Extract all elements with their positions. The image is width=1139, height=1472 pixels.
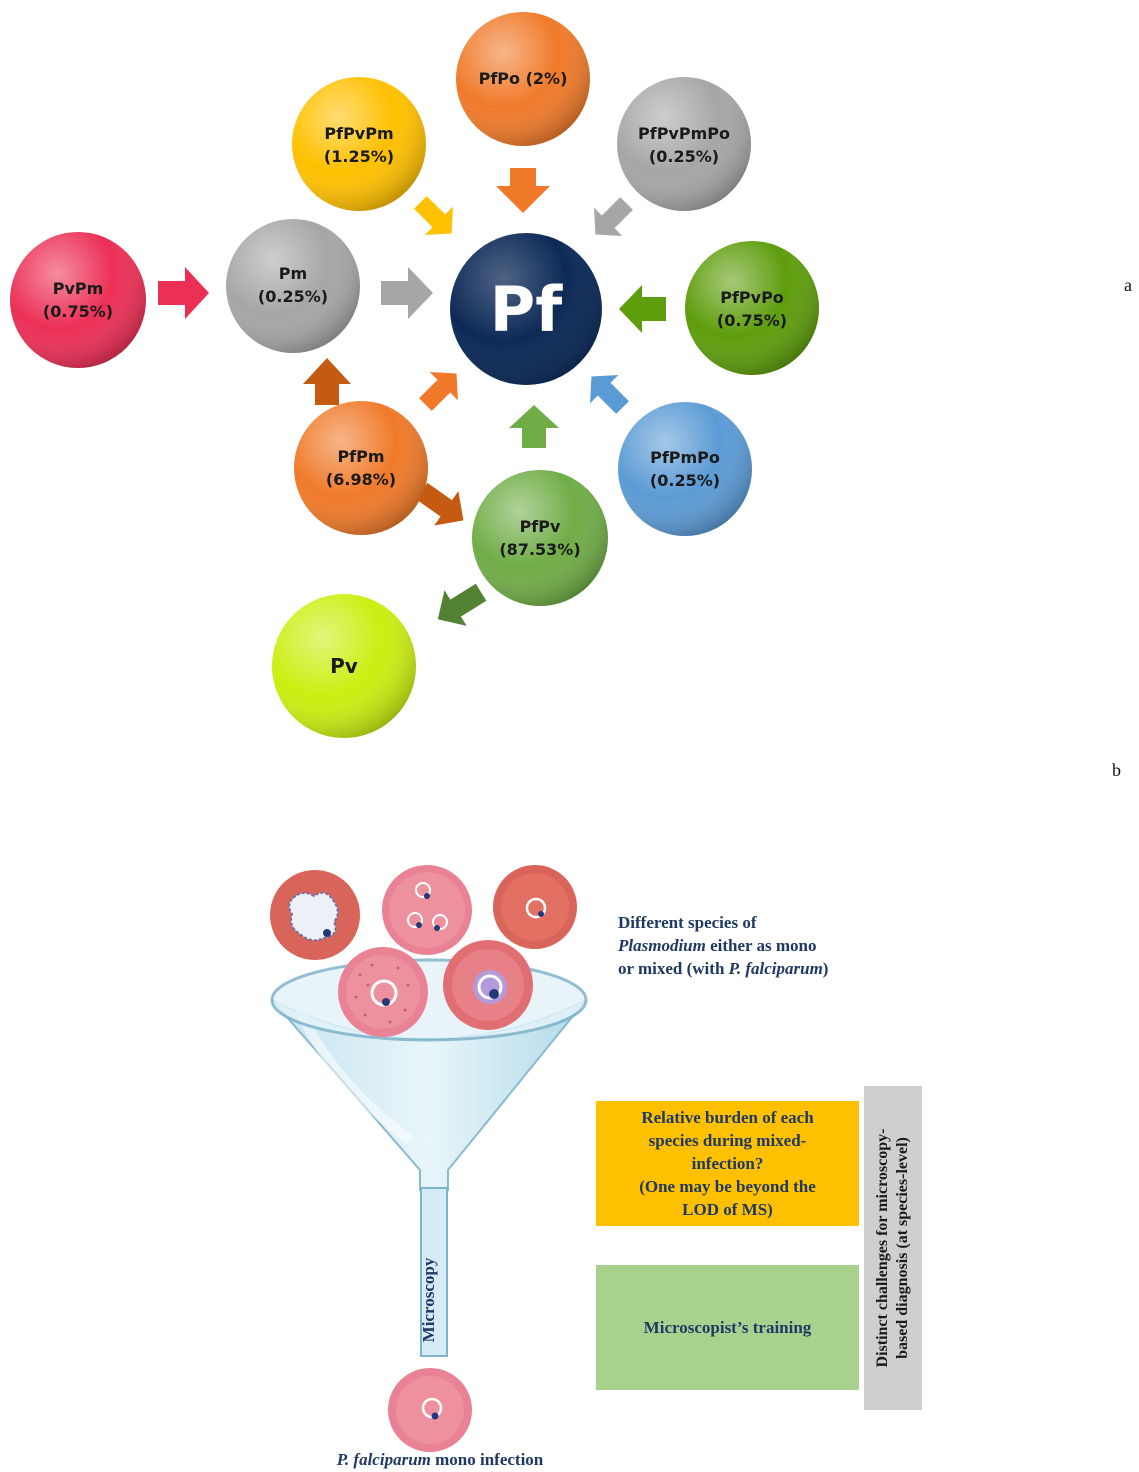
node-pfpvpm-percent: (1.25%) <box>324 147 394 166</box>
rbc-cell-purple-ring <box>443 940 533 1030</box>
node-pfpvpo-name: PfPvPo <box>720 288 784 307</box>
challenges-side-label: Distinct challenges for microscopy- base… <box>864 1086 922 1410</box>
tube-label-microscopy: Microscopy <box>419 1257 438 1342</box>
arrow-pfpo-to-pf <box>496 168 550 213</box>
node-pf-label: Pf <box>490 273 563 346</box>
node-pm-percent: (0.25%) <box>258 287 328 306</box>
challenge-burden-line1: Relative burden of each <box>641 1108 814 1127</box>
species-note-line2: either as mono <box>705 936 817 955</box>
panel-label-b: b <box>1112 760 1121 780</box>
arrow-pfpm-to-pf <box>419 372 458 411</box>
species-note-species: P. falciparum <box>728 959 823 978</box>
side-label-line2: based diagnosis (at species-level) <box>894 1137 911 1359</box>
funnel-rim <box>270 958 588 1042</box>
rbc-cell-falciparum-result <box>388 1368 472 1452</box>
node-pfpmpo-percent: (0.25%) <box>650 471 720 490</box>
node-pfpvpo: PfPvPo (0.75%) <box>685 241 819 375</box>
node-pfpo: PfPo (2%) <box>456 12 590 146</box>
arrow-pfpvpmpo-to-pf <box>594 197 633 236</box>
node-pfpm-percent: (6.98%) <box>326 470 396 489</box>
result-caption-species: P. falciparum <box>336 1450 431 1469</box>
result-caption-rest: mono infection <box>430 1450 544 1469</box>
challenge-burden-line2: species during mixed- <box>648 1131 807 1150</box>
node-pfpm-name: PfPm <box>337 447 384 466</box>
challenge-box-burden: Relative burden of each species during m… <box>596 1101 859 1226</box>
node-pf-center: Pf <box>450 233 602 385</box>
network-arrows <box>158 168 666 626</box>
panel-label-a: a <box>1124 275 1132 295</box>
side-label-line1: Distinct challenges for microscopy- <box>874 1128 891 1368</box>
funnel-illustration: Microscopy <box>270 865 588 1452</box>
species-note-genus: Plasmodium <box>618 936 706 955</box>
arrow-pfpmpo-to-pf <box>590 375 629 414</box>
node-pfpm: PfPm (6.98%) <box>294 401 428 535</box>
result-caption: P. falciparum mono infection <box>290 1450 590 1470</box>
rbc-cell-single-ring <box>493 865 577 949</box>
node-pfpo-label: PfPo (2%) <box>479 69 568 88</box>
node-pfpvpmpo-percent: (0.25%) <box>649 147 719 166</box>
rbc-cell-crenated <box>270 870 360 960</box>
arrow-pm-to-pf <box>381 267 433 319</box>
node-pvpm: PvPm (0.75%) <box>10 232 146 368</box>
node-pfpv-name: PfPv <box>520 517 561 536</box>
node-pfpvpmpo-name: PfPvPmPo <box>638 124 730 143</box>
node-pfpmpo: PfPmPo (0.25%) <box>618 402 752 536</box>
arrow-pfpv-to-pf <box>509 405 559 448</box>
arrow-pfpm-to-pfpv <box>415 482 464 526</box>
node-pfpmpo-name: PfPmPo <box>650 448 720 467</box>
node-pvpm-name: PvPm <box>53 279 104 298</box>
arrow-pfpvpo-to-pf <box>619 285 666 333</box>
node-pfpv-percent: (87.53%) <box>499 540 580 559</box>
species-note-line3-end: ) <box>822 959 829 978</box>
challenge-burden-line5: LOD of MS) <box>682 1200 773 1219</box>
challenge-training-text: Microscopist’s training <box>643 1318 812 1337</box>
arrow-pvpm-to-pm <box>158 267 209 319</box>
node-pvpm-percent: (0.75%) <box>43 302 113 321</box>
node-pfpv: PfPv (87.53%) <box>472 470 608 606</box>
node-pfpvpm-name: PfPvPm <box>324 124 393 143</box>
rbc-cell-multiple-rings <box>382 865 472 955</box>
node-pv: Pv <box>272 594 416 738</box>
species-note-line1: Different species of <box>618 913 757 932</box>
node-pfpvpmpo: PfPvPmPo (0.25%) <box>617 77 751 211</box>
challenge-burden-line4: (One may be beyond the <box>639 1177 816 1196</box>
challenge-box-training: Microscopist’s training <box>596 1265 859 1390</box>
node-pm: Pm (0.25%) <box>226 219 360 353</box>
arrow-pfpm-to-pm <box>303 358 351 405</box>
node-pfpvpo-percent: (0.75%) <box>717 311 787 330</box>
node-pm-name: Pm <box>279 264 307 283</box>
arrow-pfpvpm-to-pf <box>414 196 453 235</box>
rbc-cell-stippled <box>338 947 428 1037</box>
challenge-burden-line3: infection? <box>691 1154 764 1173</box>
node-pfpvpm: PfPvPm (1.25%) <box>292 77 426 211</box>
arrow-pfpv-to-pv <box>437 583 487 626</box>
node-pv-label: Pv <box>330 654 358 678</box>
species-note: Different species of Plasmodium either a… <box>618 911 878 980</box>
funnel-tube <box>420 1187 448 1357</box>
species-note-line3-start: or mixed (with <box>618 959 729 978</box>
